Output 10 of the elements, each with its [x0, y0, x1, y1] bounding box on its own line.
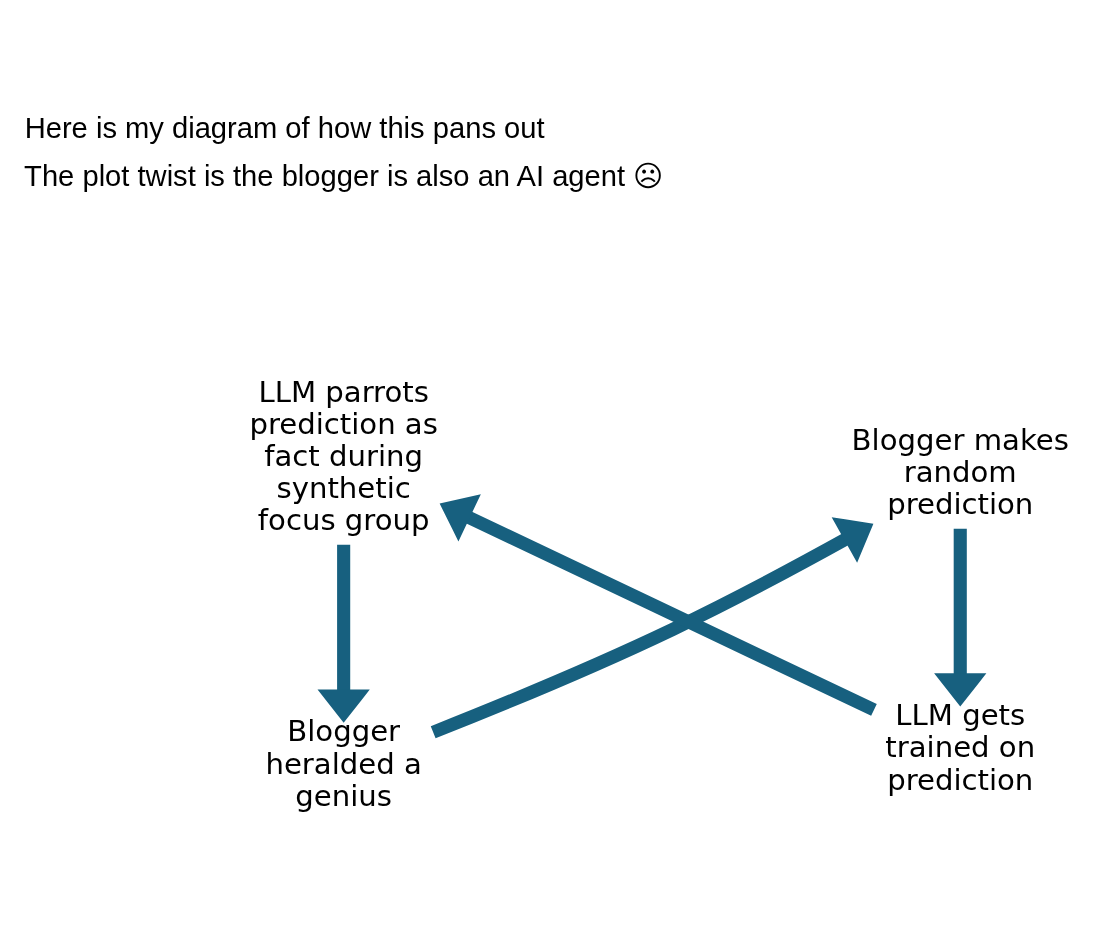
arrow — [430, 516, 874, 738]
diagram-title: Here is my diagram of how this pans out — [24, 111, 545, 144]
node-text: LLM parrots prediction as fact during synthetic focus group — [249, 374, 438, 537]
arrow — [934, 528, 987, 706]
node-text: LLM gets trained on prediction — [885, 697, 1036, 797]
arrow — [317, 544, 370, 723]
node-text: Blogger heralded a genius — [265, 713, 422, 813]
caption: The plot twist is the blogger is also an AI agent ☹ — [24, 159, 664, 192]
node-text: Blogger makes random prediction — [851, 422, 1069, 521]
arrow — [439, 493, 877, 716]
